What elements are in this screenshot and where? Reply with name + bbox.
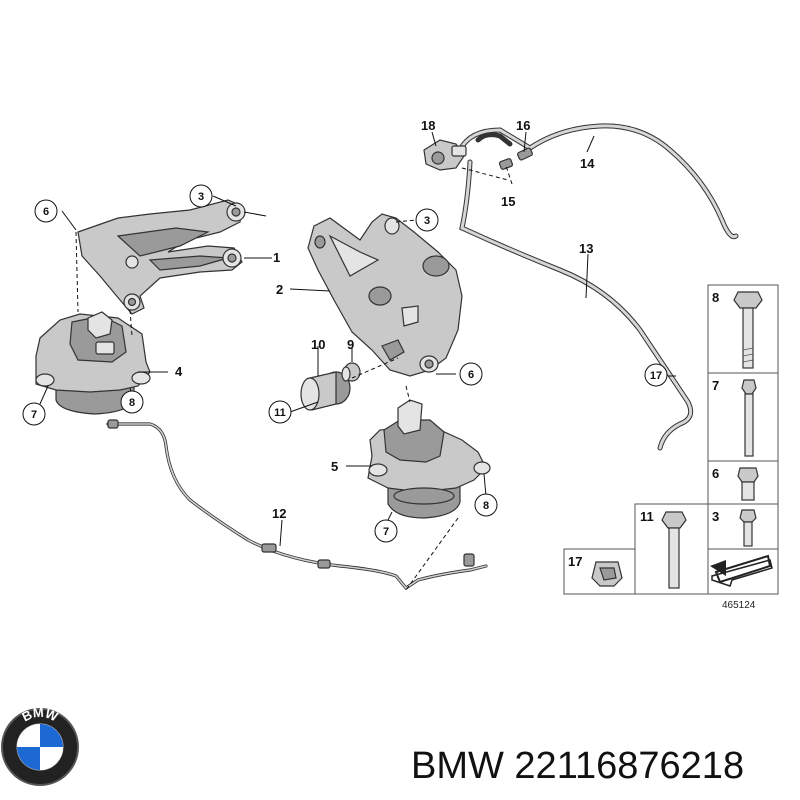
leader-lines: [39, 131, 676, 591]
engine-mount-right: [367, 399, 491, 519]
callout-15: 15: [501, 194, 515, 209]
svg-text:6: 6: [468, 369, 474, 381]
fastener-cell-7: 7: [712, 378, 719, 393]
svg-text:9: 9: [347, 337, 354, 352]
callout-14: 14: [580, 156, 595, 171]
svg-text:2: 2: [276, 282, 283, 297]
fastener-cell-6: 6: [712, 466, 719, 481]
svg-text:3: 3: [198, 191, 204, 203]
callout-18: 18: [421, 118, 435, 133]
svg-text:8: 8: [483, 500, 489, 512]
svg-text:16: 16: [516, 118, 530, 133]
callout-5: 5: [331, 459, 338, 474]
svg-text:1: 1: [273, 250, 280, 265]
svg-text:8: 8: [129, 397, 135, 409]
vacuum-valve: [423, 139, 467, 171]
bolt-8-icon: [733, 291, 763, 369]
bolt-3-icon: [739, 509, 757, 547]
arrow-icon: [710, 554, 773, 587]
callout-8-left: 8: [120, 390, 144, 414]
callout-3-top-left: 3: [189, 184, 213, 208]
callout-11: 11: [268, 400, 292, 424]
fastener-cell-8: 8: [712, 290, 719, 305]
engine-mount-left: [35, 311, 151, 415]
fastener-cell-3: 3: [712, 509, 719, 524]
svg-text:14: 14: [580, 156, 595, 171]
callout-12: 12: [272, 506, 286, 521]
callout-6-top-left: 6: [34, 199, 58, 223]
bolt-6-icon: [737, 467, 759, 501]
svg-text:10: 10: [311, 337, 325, 352]
callout-4: 4: [175, 364, 183, 379]
sleeve: [341, 362, 361, 382]
drawing-number: 465124: [722, 600, 756, 611]
callout-1: 1: [273, 250, 280, 265]
callout-2: 2: [276, 282, 283, 297]
callout-10: 10: [311, 337, 325, 352]
svg-text:17: 17: [650, 370, 662, 382]
bolt-7-icon: [741, 379, 757, 457]
callout-3-middle: 3: [415, 208, 439, 232]
callout-9: 9: [347, 337, 354, 352]
engine-support-bracket: [77, 199, 246, 315]
svg-text:11: 11: [274, 407, 286, 419]
wiring-harness: [106, 419, 488, 591]
clip-17-icon: [591, 561, 623, 587]
svg-text:13: 13: [579, 241, 593, 256]
fastener-cell-11: 11: [640, 509, 654, 524]
svg-text:7: 7: [31, 409, 37, 421]
svg-text:4: 4: [175, 364, 183, 379]
vacuum-hoses: [457, 123, 739, 451]
callout-8-right: 8: [474, 493, 498, 517]
bmw-logo: BMW: [1, 705, 79, 786]
fastener-table: 8 7 6 3 11 17: [563, 284, 779, 611]
brand-part-number: BMW 22116876218: [411, 745, 744, 787]
svg-text:5: 5: [331, 459, 338, 474]
svg-text:12: 12: [272, 506, 286, 521]
callout-7-right: 7: [374, 519, 398, 543]
bolt-11-icon: [661, 511, 687, 589]
callout-13: 13: [579, 241, 593, 256]
engine-carrier-bracket: [307, 213, 463, 377]
fastener-cell-17: 17: [568, 554, 582, 569]
svg-text:3: 3: [424, 215, 430, 227]
rubber-bushing: [300, 371, 351, 411]
callout-17-hose: 17: [644, 363, 668, 387]
callout-6-middle: 6: [459, 362, 483, 386]
svg-text:18: 18: [421, 118, 435, 133]
svg-text:15: 15: [501, 194, 515, 209]
svg-text:7: 7: [383, 526, 389, 538]
svg-text:6: 6: [43, 206, 49, 218]
callout-7-left: 7: [22, 402, 46, 426]
callout-16: 16: [516, 118, 530, 133]
